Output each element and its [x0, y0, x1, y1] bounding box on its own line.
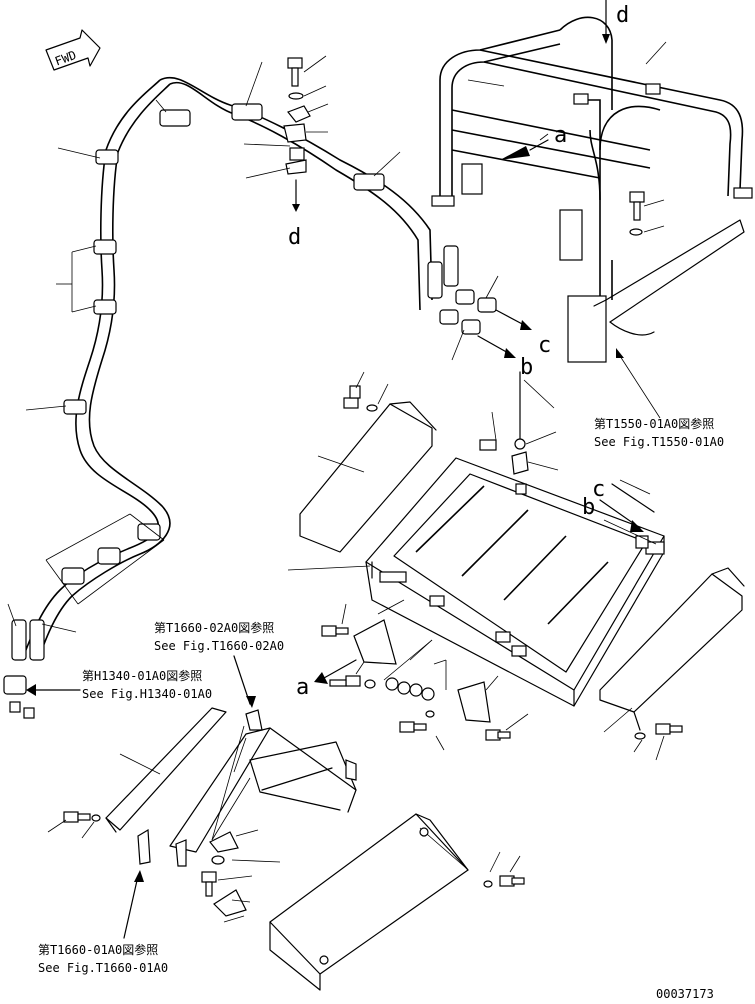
- callout-d-upper: d: [616, 3, 629, 28]
- ref-t1550-en: See Fig.T1550-01A0: [594, 435, 724, 449]
- ref-t1550-jp: 第T1550-01A0図参照: [594, 416, 714, 431]
- ref-t1660-02-jp: 第T1660-02A0図参照: [154, 620, 274, 635]
- ref-t1660-01-en: See Fig.T1660-01A0: [38, 961, 168, 975]
- callout-b-upper: b: [520, 355, 533, 380]
- guard-frame: d a: [431, 0, 753, 419]
- fwd-label: FWD: [53, 48, 78, 69]
- drawing-number: 00037173: [656, 987, 714, 1001]
- ref-h1340-jp: 第H1340-01A0図参照: [82, 668, 202, 683]
- side-cover-upper-left: [299, 371, 437, 553]
- lower-frame: [47, 707, 357, 867]
- small-parts-lower: [201, 829, 281, 923]
- callout-d-lower: d: [288, 225, 301, 250]
- bolt-set-top: d: [243, 55, 329, 250]
- callout-b-lower: b: [582, 495, 595, 520]
- ref-t1660-02-en: See Fig.T1660-02A0: [154, 639, 284, 653]
- callout-a-lower: a: [296, 675, 309, 700]
- callout-c-upper: c: [538, 333, 551, 358]
- reference-arrows: [26, 655, 256, 939]
- side-cover-right: [599, 567, 745, 761]
- connection-arrows-upper: c b: [477, 309, 551, 380]
- ref-h1340-en: See Fig.H1340-01A0: [82, 687, 212, 701]
- side-cover-lower: [269, 813, 525, 991]
- ref-t1660-01-jp: 第T1660-01A0図参照: [38, 942, 158, 957]
- callout-a-upper: a: [554, 123, 567, 148]
- center-frame: b c: [287, 371, 665, 707]
- hydraulic-hose: [3, 77, 497, 719]
- leader-lines: [7, 61, 499, 633]
- mount-brackets: a: [296, 599, 529, 751]
- fwd-arrow: FWD: [45, 29, 101, 71]
- callout-c-lower: c: [592, 477, 605, 502]
